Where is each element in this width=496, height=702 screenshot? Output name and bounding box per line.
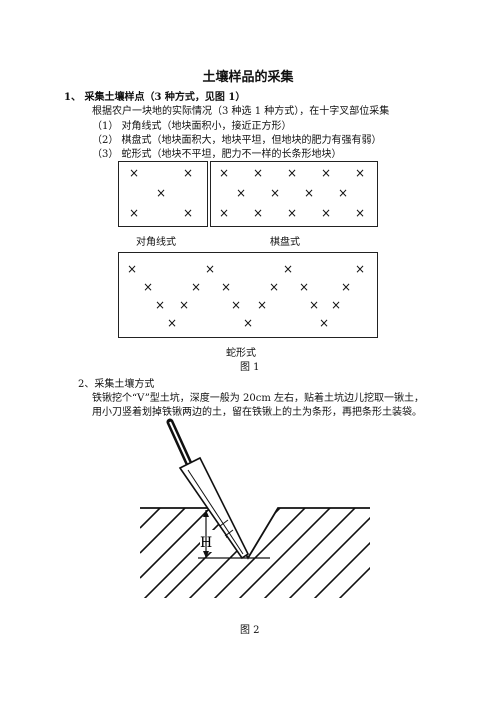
sample-point-mark: × (319, 316, 330, 330)
shovel-blade-edge (187, 469, 244, 555)
sample-point-mark: × (287, 166, 298, 180)
diagonal-plot: × × × × × (118, 161, 208, 227)
sample-point-mark: × (299, 280, 310, 294)
sample-point-mark: × (205, 262, 216, 276)
sample-point-mark: × (179, 298, 190, 312)
sample-point-mark: × (127, 262, 138, 276)
sample-point-mark: × (219, 166, 230, 180)
section2-heading: 2、采集土壤方式 (78, 379, 155, 390)
method-item-checkerboard: （2） 棋盘式（地块面积大，地块平坦，但地块的肥力有强有弱） (92, 135, 382, 146)
method-item-diagonal: （1） 对角线式（地块面积小，接近正方形） (92, 121, 292, 132)
sample-point-mark: × (321, 166, 332, 180)
method-item-snake: （3） 蛇形式（地块不平坦，肥力不一样的长条形地块） (92, 149, 342, 160)
arrow-head-up (203, 510, 209, 517)
section1-intro: 根据农户一块地的实际情况（3 种选 1 种方式），在十字叉部位采集 (92, 106, 390, 117)
sample-point-mark: × (287, 206, 298, 220)
soil-hatching (140, 508, 370, 598)
sample-point-mark: × (236, 186, 247, 200)
sample-point-mark: × (243, 316, 254, 330)
label-checkerboard: 棋盘式 (270, 237, 300, 248)
label-snake: 蛇形式 (226, 348, 256, 359)
sample-point-mark: × (270, 186, 281, 200)
sample-point-mark: × (253, 206, 264, 220)
sample-point-mark: × (341, 280, 352, 294)
sample-point-mark: × (167, 316, 178, 330)
sample-point-mark: × (156, 186, 167, 200)
sample-point-mark: × (331, 298, 342, 312)
sample-point-mark: × (338, 186, 349, 200)
snake-plot: × × × × × × × × × × × × × × × × × × × (118, 252, 378, 338)
figure2-caption: 图 2 (240, 625, 260, 636)
sample-point-mark: × (231, 298, 242, 312)
depth-label: H (200, 535, 212, 551)
sample-point-mark: × (257, 298, 268, 312)
sample-point-mark: × (219, 206, 230, 220)
sample-point-mark: × (183, 206, 194, 220)
page-title: 土壤样品的采集 (202, 70, 294, 85)
sample-point-mark: × (283, 262, 294, 276)
shovel-handle-highlight (169, 421, 191, 467)
pit-outline (140, 507, 370, 560)
sampling-diagram: H (140, 418, 370, 598)
section2-line1: 铁锹挖个“V”型土坑，深度一般为 20cm 左右，贴着土坑边儿挖取一锹土， (92, 393, 424, 404)
sample-point-mark: × (355, 166, 366, 180)
sample-point-mark: × (321, 206, 332, 220)
section2-line2: 用小刀竖着划掉铁锹两边的土，留在铁锹上的土为条形，再把条形土装袋。 (92, 407, 422, 418)
sample-point-mark: × (269, 280, 280, 294)
sample-point-mark: × (129, 206, 140, 220)
section1-heading: 1、 采集土壤样点（3 种方式，见图 1） (64, 92, 246, 103)
sample-point-mark: × (221, 280, 232, 294)
sample-point-mark: × (155, 298, 166, 312)
sample-point-mark: × (253, 166, 264, 180)
sample-point-mark: × (304, 186, 315, 200)
sample-point-mark: × (183, 166, 194, 180)
sample-point-mark: × (309, 298, 320, 312)
sample-point-mark: × (191, 280, 202, 294)
figure1-caption: 图 1 (240, 362, 260, 373)
checkerboard-plot: × × × × × × × × × × × × × × (210, 161, 378, 227)
soil-strip-mark (219, 519, 229, 527)
label-diagonal: 对角线式 (136, 237, 176, 248)
arrow-head-down (203, 551, 209, 558)
shovel (166, 418, 250, 560)
sample-point-mark: × (143, 280, 154, 294)
sample-point-mark: × (129, 166, 140, 180)
sample-point-mark: × (355, 206, 366, 220)
sample-point-mark: × (355, 262, 366, 276)
soil-strip-mark (224, 529, 234, 537)
